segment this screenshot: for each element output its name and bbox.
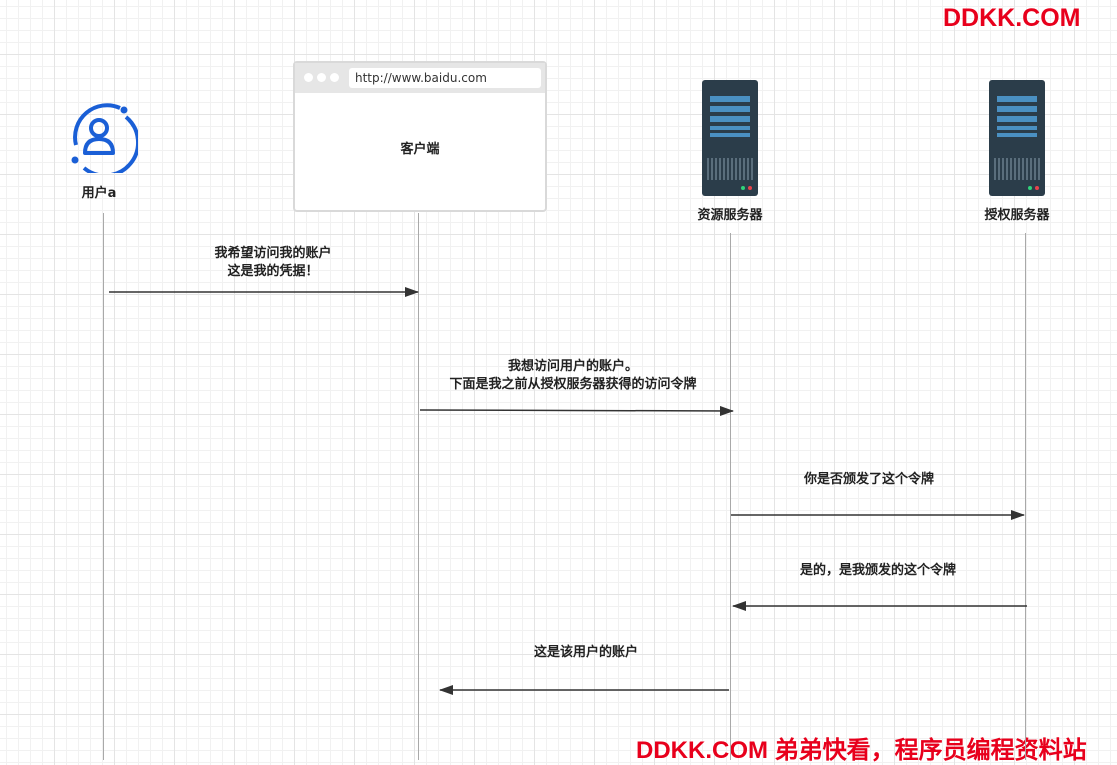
user-lifeline bbox=[103, 213, 104, 760]
user-icon bbox=[71, 103, 138, 173]
browser-url: http://www.baidu.com bbox=[349, 68, 541, 88]
client-label: 客户端 bbox=[400, 142, 440, 157]
message-2-line2: 下面是我之前从授权服务器获得的访问令牌 bbox=[449, 377, 697, 392]
watermark-top: DDKK.COM bbox=[943, 4, 1081, 32]
auth-server-icon bbox=[989, 80, 1045, 196]
message-5-label: 这是该用户的账户 bbox=[534, 644, 638, 662]
client-lifeline bbox=[418, 213, 419, 760]
client-browser-window: http://www.baidu.com 客户端 bbox=[293, 61, 547, 212]
resource-server-label: 资源服务器 bbox=[697, 208, 763, 223]
message-3-line1: 你是否颁发了这个令牌 bbox=[803, 472, 935, 487]
auth-server-lifeline bbox=[1025, 233, 1026, 760]
arrow-client-to-resource-server bbox=[419, 405, 734, 416]
resource-server-icon bbox=[702, 80, 758, 196]
window-dot-icon bbox=[330, 73, 339, 82]
user-label: 用户a bbox=[81, 186, 117, 201]
resource-server-lifeline bbox=[730, 233, 731, 760]
browser-toolbar: http://www.baidu.com bbox=[295, 63, 545, 93]
message-1-label: 我希望访问我的账户 这是我的凭据！ bbox=[214, 245, 331, 281]
message-4-label: 是的，是我颁发的这个令牌 bbox=[800, 562, 956, 580]
message-5-line1: 这是该用户的账户 bbox=[533, 645, 639, 660]
message-1-line2: 这是我的凭据！ bbox=[227, 264, 319, 279]
message-2-label: 我想访问用户的账户。 下面是我之前从授权服务器获得的访问令牌 bbox=[449, 358, 696, 394]
message-4-line1: 是的，是我颁发的这个令牌 bbox=[799, 563, 957, 578]
window-dot-icon bbox=[317, 73, 326, 82]
message-2-line1: 我想访问用户的账户。 bbox=[507, 359, 639, 374]
auth-server-label: 授权服务器 bbox=[984, 208, 1050, 223]
message-3-label: 你是否颁发了这个令牌 bbox=[804, 471, 934, 489]
message-1-line1: 我希望访问我的账户 bbox=[214, 246, 332, 261]
window-dot-icon bbox=[304, 73, 313, 82]
